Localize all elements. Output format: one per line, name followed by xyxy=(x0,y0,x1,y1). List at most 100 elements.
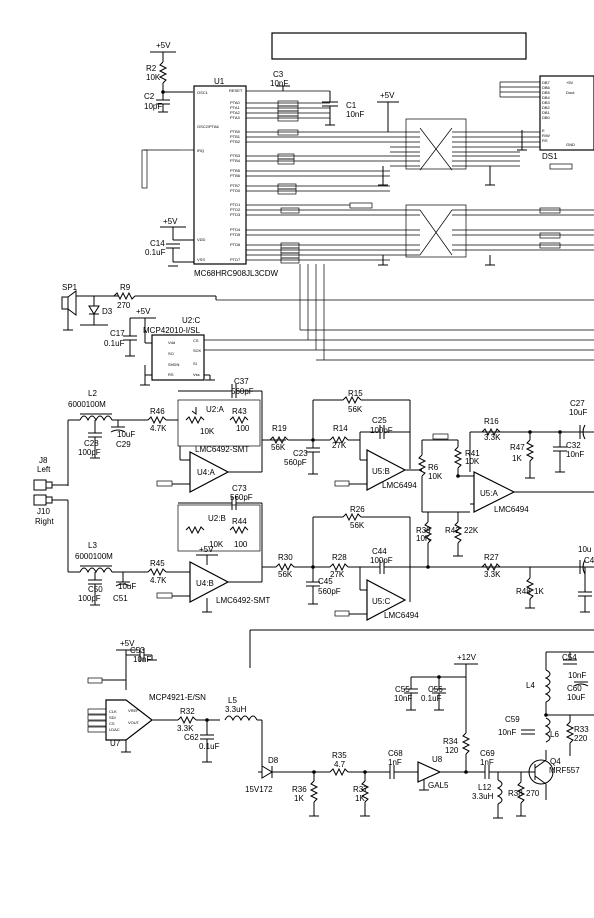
svg-text:100: 100 xyxy=(234,540,248,549)
svg-text:DB7: DB7 xyxy=(542,80,551,85)
net-labels-u1 xyxy=(277,100,373,264)
svg-text:R26: R26 xyxy=(350,505,365,514)
svg-text:R/W: R/W xyxy=(542,133,550,138)
svg-text:VSS: VSS xyxy=(197,257,205,262)
svg-text:LMC6492-SMT: LMC6492-SMT xyxy=(216,596,270,605)
svg-text:270: 270 xyxy=(526,789,540,798)
capacitor-c50: C50 100pF xyxy=(78,572,103,606)
resistor-r34: R34 120 xyxy=(443,732,471,772)
svg-text:R9: R9 xyxy=(120,283,131,292)
svg-text:R44: R44 xyxy=(232,517,247,526)
svg-text:SHDN: SHDN xyxy=(168,362,179,367)
svg-text:56K: 56K xyxy=(348,405,363,414)
svg-text:10nF: 10nF xyxy=(133,655,151,664)
title-box xyxy=(271,32,527,60)
resistor-r27: R27 3.3K xyxy=(481,553,501,579)
svg-text:10K: 10K xyxy=(209,540,224,549)
transistor-q4: Q4 MRF557 xyxy=(528,750,580,800)
svg-text:10nF: 10nF xyxy=(270,79,288,88)
capacitor-c62: C62 0.1uF xyxy=(184,720,220,763)
svg-text:C27: C27 xyxy=(570,399,585,408)
svg-text:DB3: DB3 xyxy=(542,100,551,105)
svg-text:R37: R37 xyxy=(353,785,368,794)
capacitor-c29: 10uF C29 xyxy=(110,420,135,449)
svg-text:10nF: 10nF xyxy=(394,694,412,703)
svg-text:56K: 56K xyxy=(278,570,293,579)
svg-text:DS1: DS1 xyxy=(542,152,558,161)
resistor-r14: R14 27K xyxy=(329,424,360,450)
svg-text:LMC6492-SMT: LMC6492-SMT xyxy=(195,445,249,454)
svg-text:U1: U1 xyxy=(214,77,225,86)
pot-u2b: U2:B 10K R44 100 xyxy=(177,504,261,552)
svg-text:PTA2: PTA2 xyxy=(230,110,240,115)
svg-text:15V172: 15V172 xyxy=(245,785,273,794)
svg-text:Q4: Q4 xyxy=(550,757,561,766)
svg-text:+5V: +5V xyxy=(163,217,178,226)
svg-text:C14: C14 xyxy=(150,239,165,248)
svg-text:PTB5: PTB5 xyxy=(230,168,241,173)
svg-text:PTD0: PTD0 xyxy=(230,188,241,193)
svg-text:SO: SO xyxy=(168,351,174,356)
svg-text:3.3K: 3.3K xyxy=(484,570,501,579)
svg-text:PTD2: PTD2 xyxy=(230,207,241,212)
svg-text:10pF: 10pF xyxy=(144,102,162,111)
svg-text:+5V: +5V xyxy=(136,307,151,316)
svg-text:22K: 22K xyxy=(464,526,479,535)
supply-plus5v-u4b: +5V xyxy=(196,545,218,565)
svg-text:CS: CS xyxy=(109,721,115,726)
capacitor-c73: C73 560pF xyxy=(178,484,263,577)
svg-text:PTD5: PTD5 xyxy=(230,232,241,237)
resistor-r48: R48 1K xyxy=(516,567,544,609)
svg-text:D3: D3 xyxy=(102,307,113,316)
svg-text:C55: C55 xyxy=(395,685,410,694)
resistor-r16: R16 3.3K xyxy=(481,417,501,442)
svg-text:D8: D8 xyxy=(268,756,279,765)
svg-text:+12V: +12V xyxy=(457,653,477,662)
svg-text:R39: R39 xyxy=(416,526,431,535)
svg-text:C28: C28 xyxy=(84,439,99,448)
svg-text:R15: R15 xyxy=(348,389,363,398)
svg-text:MRF557: MRF557 xyxy=(549,766,580,775)
svg-text:100pF: 100pF xyxy=(78,594,101,603)
svg-text:R30: R30 xyxy=(278,553,293,562)
opamp-u4a: U4:A LMC6492-SMT xyxy=(156,445,262,493)
svg-text:PTA1: PTA1 xyxy=(230,105,240,110)
resistor-r42: R42 22K xyxy=(445,512,479,557)
svg-text:E: E xyxy=(542,128,545,133)
resistor-r15: R15 56K xyxy=(313,389,410,414)
svg-text:DB4: DB4 xyxy=(542,95,551,100)
svg-text:3.3K: 3.3K xyxy=(484,433,501,442)
svg-text:10u: 10u xyxy=(578,545,591,554)
svg-text:C53: C53 xyxy=(130,646,145,655)
svg-text:VDD: VDD xyxy=(197,237,206,242)
svg-text:OSC1: OSC1 xyxy=(197,90,209,95)
svg-text:C51: C51 xyxy=(113,594,128,603)
capacitor-c17: C17 0.1uF xyxy=(104,317,145,357)
svg-text:DB2: DB2 xyxy=(542,105,551,110)
capacitor-c3: C3 10nF xyxy=(270,70,290,91)
svg-text:Vss: Vss xyxy=(193,372,200,377)
svg-text:1nF: 1nF xyxy=(480,758,494,767)
capacitor-c23: C23 560pF xyxy=(284,440,320,475)
svg-text:4.7K: 4.7K xyxy=(150,424,167,433)
svg-text:10uF: 10uF xyxy=(118,582,136,591)
svg-text:560pF: 560pF xyxy=(318,587,341,596)
svg-text:PTA3: PTA3 xyxy=(230,115,240,120)
opamp-u5a: U5:A LMC6494 xyxy=(458,471,594,514)
resistor-r30: R30 56K xyxy=(275,553,330,579)
capacitor-c53: C53 10nF xyxy=(126,646,157,664)
svg-text:10nF: 10nF xyxy=(498,728,516,737)
svg-text:27K: 27K xyxy=(332,441,347,450)
svg-text:L2: L2 xyxy=(88,389,97,398)
resistor-r39: R39 10K xyxy=(416,512,433,567)
capacitor-c60: C60 10uF xyxy=(567,681,589,702)
svg-text:0.1uF: 0.1uF xyxy=(199,742,220,751)
svg-text:PTD3: PTD3 xyxy=(230,212,241,217)
capacitor-c55: C55 10nF xyxy=(394,677,418,711)
svg-text:10K: 10K xyxy=(465,457,480,466)
svg-text:DB1: DB1 xyxy=(542,110,551,115)
svg-text:PTB3: PTB3 xyxy=(230,153,241,158)
svg-text:C60: C60 xyxy=(567,684,582,693)
svg-text:10nF: 10nF xyxy=(568,671,586,680)
svg-text:R47: R47 xyxy=(510,443,525,452)
